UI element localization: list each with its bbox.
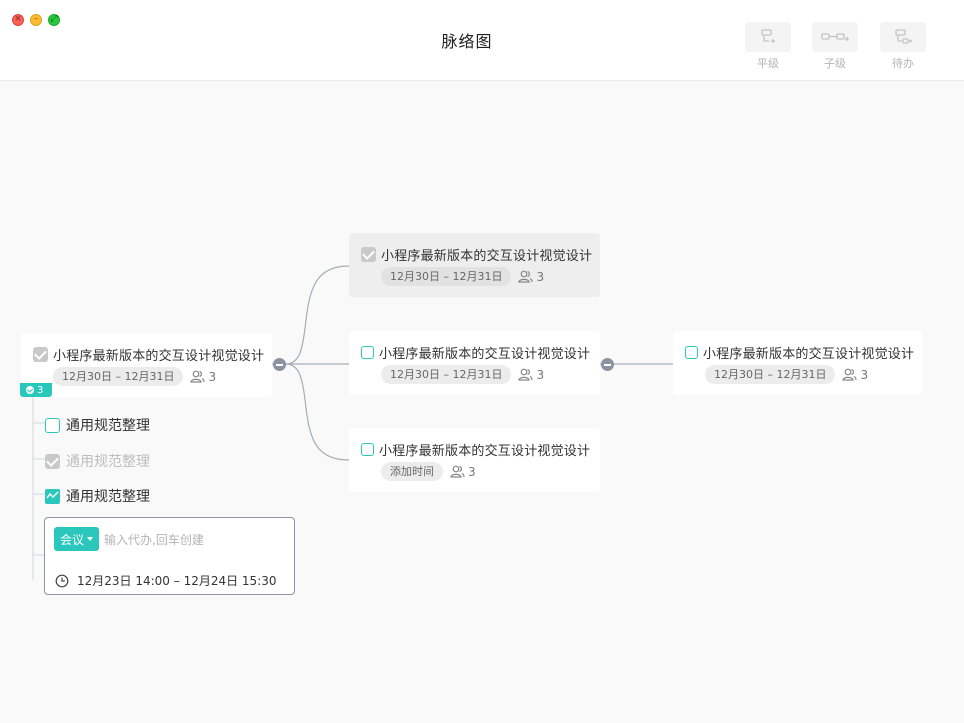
subtask-label: 通用规范整理 bbox=[66, 454, 150, 470]
todo-type-label: 会议 bbox=[60, 532, 85, 547]
grandchild-task-card[interactable]: 小程序最新版本的交互设计视觉设计 12月30日 – 12月31日 3 bbox=[673, 331, 922, 395]
task-title: 小程序最新版本的交互设计视觉设计 bbox=[703, 347, 915, 362]
task-meta-row: 12月30日 – 12月31日 3 bbox=[381, 365, 544, 384]
todo-input-placeholder[interactable]: 输入代办,回车创建 bbox=[104, 533, 204, 547]
checkbox-checked-icon[interactable] bbox=[33, 347, 48, 362]
close-icon: × bbox=[14, 14, 22, 24]
participants[interactable]: 3 bbox=[190, 370, 216, 384]
task-meta-row: 添加时间 3 bbox=[381, 462, 476, 481]
task-title-row: 小程序最新版本的交互设计视觉设计 bbox=[361, 440, 590, 459]
window-title: 脉络图 bbox=[441, 32, 493, 51]
title-bar: × – ⤢ 脉络图 平级 子级 bbox=[0, 0, 964, 81]
date-range-chip[interactable]: 12月30日 – 12月31日 bbox=[705, 365, 836, 384]
task-title: 小程序最新版本的交互设计视觉设计 bbox=[379, 347, 591, 362]
meeting-chart-icon[interactable] bbox=[45, 488, 60, 504]
participant-count: 3 bbox=[208, 369, 217, 384]
subtask-item[interactable]: 通用规范整理 bbox=[45, 415, 150, 435]
expand-icon: ⤢ bbox=[50, 14, 58, 24]
date-range-chip[interactable]: 12月30日 – 12月31日 bbox=[381, 267, 512, 286]
participants[interactable]: 3 bbox=[842, 368, 868, 382]
participants[interactable]: 3 bbox=[450, 465, 476, 479]
participant-count: 3 bbox=[860, 367, 869, 382]
checkbox-checked-icon[interactable] bbox=[361, 247, 376, 262]
task-title-row: 小程序最新版本的交互设计视觉设计 bbox=[361, 245, 592, 264]
subtask-count: 3 bbox=[37, 384, 44, 396]
add-time-chip[interactable]: 添加时间 bbox=[381, 462, 443, 481]
task-title: 小程序最新版本的交互设计视觉设计 bbox=[381, 249, 593, 264]
checkbox-empty-icon[interactable] bbox=[685, 346, 698, 359]
participants[interactable]: 3 bbox=[518, 368, 544, 382]
checkbox-empty-icon[interactable] bbox=[45, 417, 60, 433]
task-title-row: 小程序最新版本的交互设计视觉设计 bbox=[33, 345, 264, 364]
child-task-card-middle[interactable]: 小程序最新版本的交互设计视觉设计 12月30日 – 12月31日 3 bbox=[349, 331, 600, 395]
todo-node-icon bbox=[895, 29, 912, 44]
people-icon bbox=[190, 370, 206, 383]
add-child-button[interactable]: 子级 bbox=[812, 22, 858, 71]
subtask-item[interactable]: 通用规范整理 bbox=[45, 486, 150, 506]
add-todo-label: 待办 bbox=[892, 57, 914, 70]
task-meta-row: 12月30日 – 12月31日 3 bbox=[705, 365, 868, 384]
time-range-field[interactable]: 12月23日 14:00 – 12月24日 15:30 bbox=[55, 572, 277, 589]
participant-count: 3 bbox=[468, 464, 476, 479]
add-todo-button[interactable]: 待办 bbox=[880, 22, 926, 71]
check-circle-icon bbox=[26, 386, 34, 394]
people-icon bbox=[450, 465, 465, 478]
add-sibling-button[interactable]: 平级 bbox=[745, 22, 791, 71]
subtask-count-badge[interactable]: 3 bbox=[20, 383, 52, 397]
people-icon bbox=[842, 368, 858, 381]
task-title-row: 小程序最新版本的交互设计视觉设计 bbox=[685, 343, 914, 362]
new-todo-composer[interactable]: 会议 输入代办,回车创建 12月23日 14:00 – 12月24日 15:30 bbox=[44, 517, 295, 595]
add-child-label: 子级 bbox=[824, 57, 846, 70]
caret-down-icon bbox=[87, 537, 94, 541]
subtask-label: 通用规范整理 bbox=[66, 489, 150, 505]
subtask-label: 通用规范整理 bbox=[66, 418, 150, 434]
collapse-middle-button[interactable] bbox=[601, 358, 614, 371]
date-range-chip[interactable]: 12月30日 – 12月31日 bbox=[53, 367, 184, 386]
participants[interactable]: 3 bbox=[518, 270, 544, 284]
people-icon bbox=[518, 270, 534, 283]
checkbox-checked-icon[interactable] bbox=[45, 453, 60, 469]
add-sibling-label: 平级 bbox=[757, 57, 779, 70]
sibling-node-icon bbox=[761, 29, 775, 43]
task-title-row: 小程序最新版本的交互设计视觉设计 bbox=[361, 343, 590, 362]
subtask-item[interactable]: 通用规范整理 bbox=[45, 451, 150, 471]
close-window-button[interactable]: × bbox=[12, 14, 24, 26]
minimize-icon: – bbox=[33, 14, 39, 24]
checkbox-empty-icon[interactable] bbox=[361, 443, 374, 456]
task-title: 小程序最新版本的交互设计视觉设计 bbox=[53, 349, 265, 364]
todo-type-dropdown[interactable]: 会议 bbox=[54, 527, 100, 551]
minimize-window-button[interactable]: – bbox=[30, 14, 42, 26]
child-task-card-bottom[interactable]: 小程序最新版本的交互设计视觉设计 添加时间 3 bbox=[349, 428, 600, 492]
zoom-window-button[interactable]: ⤢ bbox=[48, 14, 60, 26]
task-title: 小程序最新版本的交互设计视觉设计 bbox=[379, 444, 591, 459]
checkbox-empty-icon[interactable] bbox=[361, 346, 374, 359]
clock-icon bbox=[55, 574, 69, 587]
time-range-text: 12月23日 14:00 – 12月24日 15:30 bbox=[77, 574, 277, 588]
child-node-icon bbox=[821, 33, 849, 41]
collapse-root-button[interactable] bbox=[273, 358, 286, 371]
participant-count: 3 bbox=[536, 269, 545, 284]
date-range-chip[interactable]: 12月30日 – 12月31日 bbox=[381, 365, 512, 384]
child-task-card-top[interactable]: 小程序最新版本的交互设计视觉设计 12月30日 – 12月31日 3 bbox=[349, 233, 600, 297]
root-task-card[interactable]: 小程序最新版本的交互设计视觉设计 12月30日 – 12月31日 3 bbox=[21, 333, 272, 397]
participant-count: 3 bbox=[536, 367, 545, 382]
task-meta-row: 12月30日 – 12月31日 3 bbox=[381, 267, 544, 286]
task-meta-row: 12月30日 – 12月31日 3 bbox=[53, 367, 216, 386]
people-icon bbox=[518, 368, 534, 381]
